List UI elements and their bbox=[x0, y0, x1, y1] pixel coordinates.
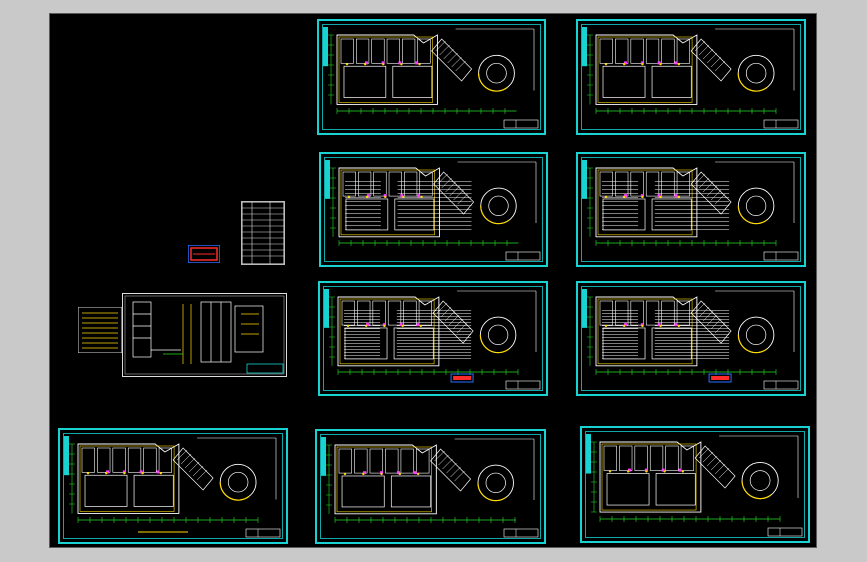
floor-plan-drawing bbox=[324, 289, 541, 390]
floor-plan-drawing bbox=[64, 436, 281, 538]
floor-plan-drawing bbox=[582, 27, 799, 129]
floor-plan-drawing bbox=[321, 437, 539, 538]
schedule-table-lines bbox=[241, 201, 285, 265]
floor-plan-sheet-8[interactable] bbox=[315, 429, 546, 544]
notes-table[interactable] bbox=[77, 306, 123, 354]
legend-stamp bbox=[187, 244, 221, 264]
floor-plan-drawing bbox=[323, 27, 539, 129]
floor-plan-sheet-4[interactable] bbox=[576, 152, 806, 267]
floor-plan-sheet-3[interactable] bbox=[319, 152, 548, 267]
floor-plan-drawing bbox=[586, 434, 803, 537]
floor-plan-drawing bbox=[325, 160, 541, 261]
floor-plan-sheet-6[interactable] bbox=[576, 281, 806, 396]
drawing-canvas[interactable] bbox=[49, 13, 817, 548]
floor-plan-sheet-7[interactable] bbox=[58, 428, 288, 544]
schedule-table-small[interactable] bbox=[241, 201, 285, 265]
floor-plan-drawing bbox=[582, 289, 799, 390]
system-diagram-sheet[interactable] bbox=[122, 293, 287, 377]
floor-plan-sheet-9[interactable] bbox=[580, 426, 810, 543]
floor-plan-drawing bbox=[582, 160, 799, 261]
floor-plan-sheet-2[interactable] bbox=[576, 19, 806, 135]
floor-plan-sheet-5[interactable] bbox=[318, 281, 548, 396]
floor-plan-sheet-1[interactable] bbox=[317, 19, 546, 135]
